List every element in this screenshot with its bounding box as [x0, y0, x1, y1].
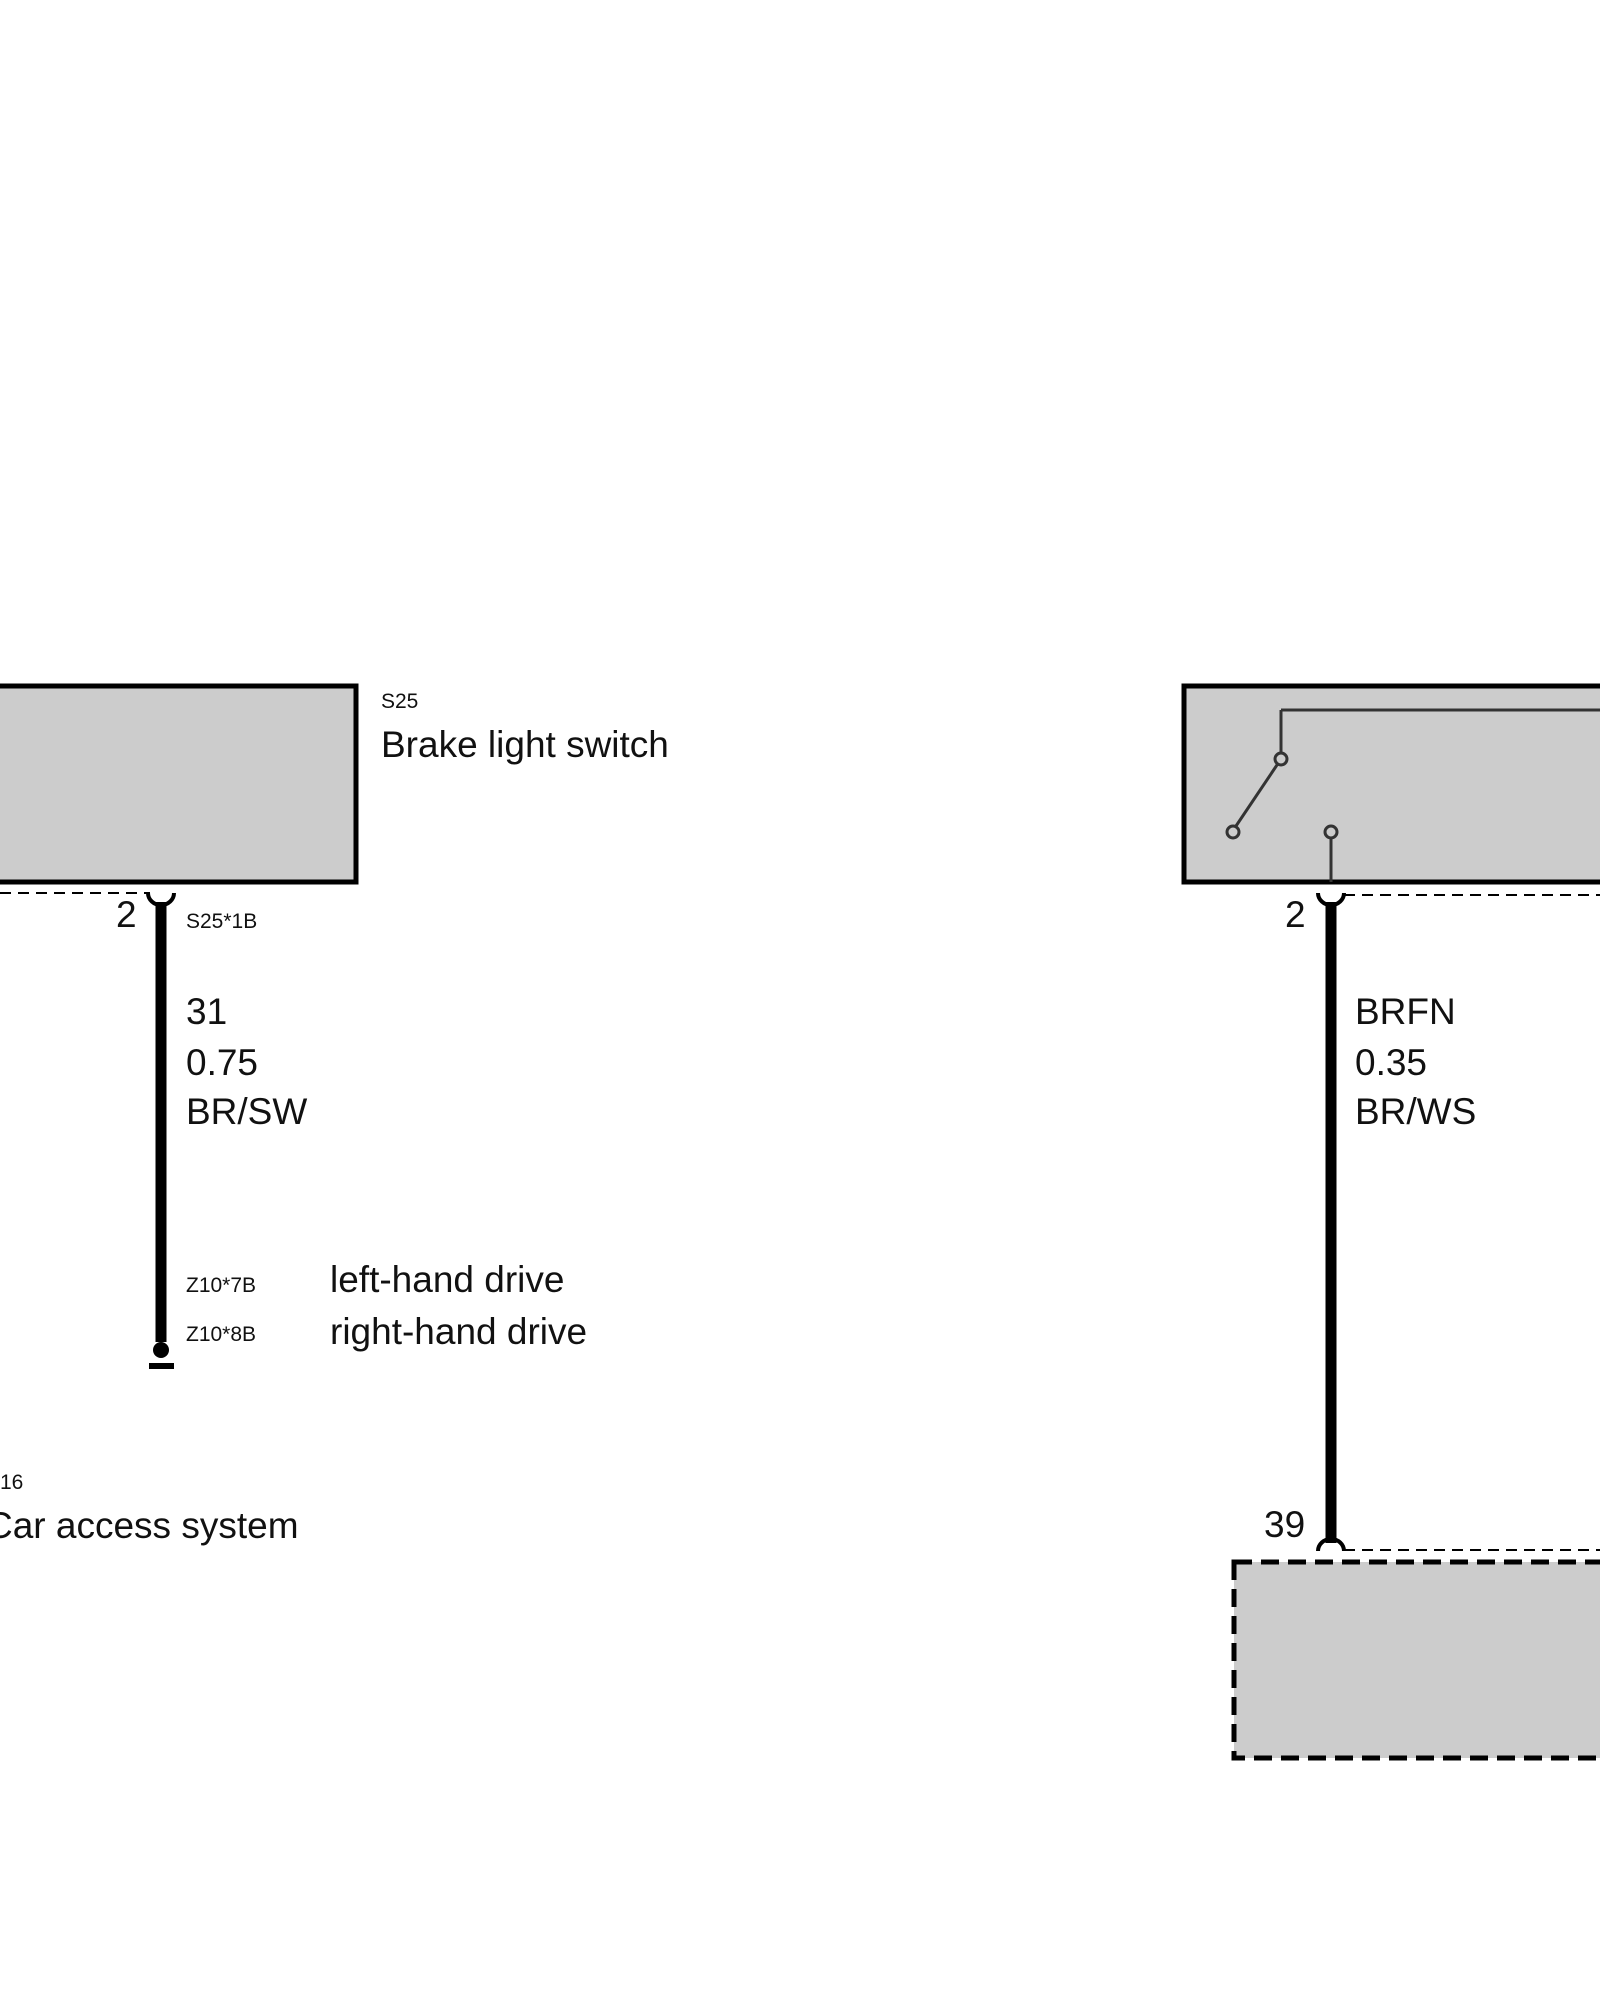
left-connector-id: S25*1B	[186, 910, 257, 933]
car-access-system-name: Car access system	[0, 1505, 299, 1546]
car-access-system-code: A16	[0, 1471, 23, 1494]
left-wire-signal: 31	[186, 991, 227, 1032]
right-wire-signal: BRFN	[1355, 991, 1456, 1032]
right-wire-color: BR/WS	[1355, 1091, 1476, 1132]
right-pin-number-top: 2	[1285, 894, 1306, 935]
right-pin-number-bottom: 39	[1264, 1504, 1305, 1545]
right-wire-cross-section: 0.35	[1355, 1042, 1427, 1083]
left-wire-color: BR/SW	[186, 1091, 307, 1132]
brake-switch-box-right	[1181, 683, 1600, 885]
ground-connector-label-rhd: right-hand drive	[330, 1311, 587, 1352]
ground-connector-id-lhd: Z10*7B	[186, 1274, 256, 1297]
ground-connector-id-rhd: Z10*8B	[186, 1323, 256, 1346]
ground-point-icon	[153, 1342, 169, 1358]
brake-light-switch-code: S25	[381, 690, 418, 713]
switch-contact-icon	[1225, 708, 1600, 882]
left-wire-cross-section: 0.75	[186, 1042, 258, 1083]
right-pin-cap-bottom	[1316, 1537, 1346, 1552]
brake-light-switch-box	[0, 683, 359, 885]
ground-connector-label-lhd: left-hand drive	[330, 1259, 564, 1300]
car-access-system-box	[1231, 1559, 1600, 1761]
left-pin-number: 2	[116, 894, 137, 935]
ground-bar-icon	[149, 1363, 174, 1369]
brake-light-switch-name: Brake light switch	[381, 724, 669, 765]
